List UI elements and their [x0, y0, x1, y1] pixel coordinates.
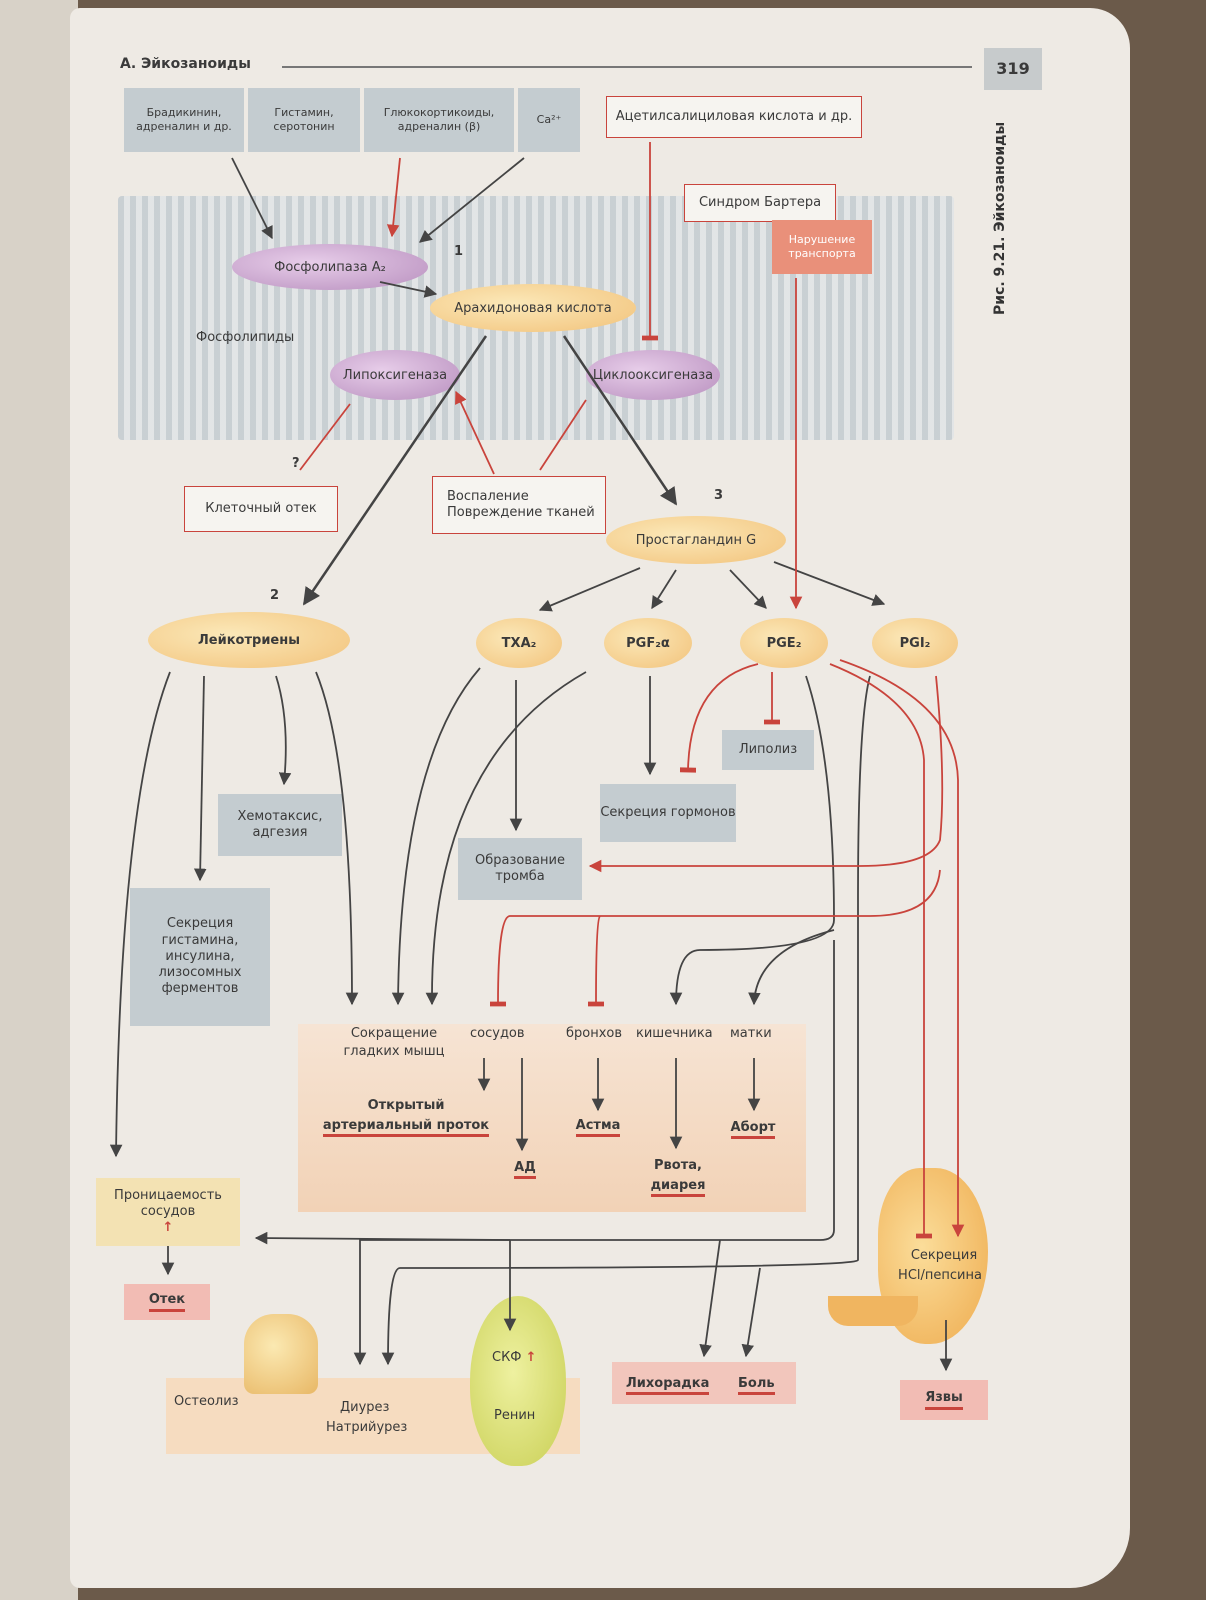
- diuresis-label: Диурез: [340, 1400, 390, 1415]
- pgi2: PGI₂: [872, 618, 958, 668]
- box-histamine-secretion: Секреция гистамина, инсулина, лизосомных…: [130, 888, 270, 1026]
- section-title: А. Эйкозаноиды: [120, 56, 251, 72]
- box-transport: Нарушение транспорта: [772, 220, 872, 274]
- cyclooxygenase: Циклооксигеназа: [586, 350, 720, 400]
- box-calcium: Ca²⁺: [518, 88, 580, 152]
- vomit-label-1: Рвота,: [654, 1158, 702, 1173]
- vomit-label-2: диарея: [650, 1178, 706, 1197]
- kidney-illustration: [470, 1296, 566, 1466]
- asthma-label: Астма: [575, 1118, 621, 1137]
- step-1: 1: [454, 244, 464, 259]
- box-chemotaxis: Хемотаксис, адгезия: [218, 794, 342, 856]
- hcl-label-1: Секреция: [910, 1248, 978, 1263]
- box-bradykinin: Брадикинин, адреналин и др.: [124, 88, 244, 152]
- pain-label: Боль: [738, 1376, 775, 1395]
- duct-label-2: артериальный проток: [322, 1118, 490, 1137]
- edema-label: Отек: [148, 1292, 186, 1313]
- stomach-duodenum: [828, 1296, 918, 1326]
- box-histamine: Гистамин, серотонин: [248, 88, 360, 152]
- inflammation-label: Воспаление: [447, 488, 529, 504]
- box-cell-edema: Клеточный отек: [184, 486, 338, 532]
- box-thrombus: Образование тромба: [458, 838, 582, 900]
- box-permeability: Проницаемость сосудов ↑: [96, 1178, 240, 1246]
- box-glucocorticoids: Глюкокортикоиды, адреналин (β): [364, 88, 514, 152]
- phospholipase-a2: Фосфолипаза А₂: [232, 244, 428, 290]
- gfr-group: СКФ ↑: [492, 1350, 537, 1366]
- title-rule: [282, 66, 972, 68]
- renin-label: Ренин: [494, 1408, 536, 1423]
- fever-pain-panel: [612, 1362, 796, 1404]
- uterus-label: матки: [730, 1026, 772, 1041]
- lipoxygenase: Липоксигеназа: [330, 350, 460, 400]
- smooth-muscle-panel: [298, 1024, 806, 1212]
- bone-illustration: [244, 1314, 318, 1394]
- ulcers-label: Язвы: [925, 1390, 963, 1411]
- box-hormone-secretion: Секреция гормонов: [600, 784, 736, 842]
- box-bartter: Синдром Бартера: [684, 184, 836, 222]
- smooth-muscle-title-1: Сокращение: [350, 1026, 438, 1041]
- bronchi-label: бронхов: [566, 1026, 623, 1041]
- osteolysis-label: Остеолиз: [174, 1394, 239, 1409]
- fever-label: Лихорадка: [626, 1376, 710, 1395]
- box-aspirin: Ацетилсалициловая кислота и др.: [606, 96, 862, 138]
- pge2: PGE₂: [740, 618, 828, 668]
- smooth-muscle-title-2: гладких мышц: [343, 1044, 445, 1059]
- hcl-label-2: HCl/пепсина: [898, 1268, 982, 1283]
- box-inflammation: Воспаление Повреждение тканей: [432, 476, 606, 534]
- permeability-up-arrow: ↑: [162, 1220, 174, 1236]
- arachidonic-acid: Арахидоновая кислота: [430, 284, 636, 332]
- abortion-label: Аборт: [730, 1120, 776, 1139]
- permeability-label: Проницаемость сосудов: [114, 1187, 222, 1219]
- pgf2a: PGF₂α: [604, 618, 692, 668]
- intestine-label: кишечника: [636, 1026, 713, 1041]
- prostaglandin-g: Простагландин G: [606, 516, 786, 564]
- duct-label-1: Открытый: [367, 1098, 445, 1113]
- gfr-label: СКФ: [492, 1350, 522, 1365]
- phospholipids-label: Фосфолипиды: [196, 330, 295, 345]
- step-3: 3: [714, 488, 724, 503]
- step-2: 2: [270, 588, 280, 603]
- tissue-damage-label: Повреждение тканей: [447, 505, 595, 520]
- vessels-label: сосудов: [470, 1026, 525, 1041]
- blood-pressure-label: АД: [514, 1160, 536, 1179]
- natriuresis-label: Натрийурез: [326, 1420, 408, 1435]
- page-number: 319: [984, 48, 1042, 90]
- adjacent-page: [0, 0, 78, 1600]
- txa2: TXA₂: [476, 618, 562, 668]
- box-lipolysis: Липолиз: [722, 730, 814, 770]
- gfr-up-arrow: ↑: [525, 1350, 537, 1365]
- question-mark: ?: [292, 456, 300, 471]
- leukotrienes: Лейкотриены: [148, 612, 350, 668]
